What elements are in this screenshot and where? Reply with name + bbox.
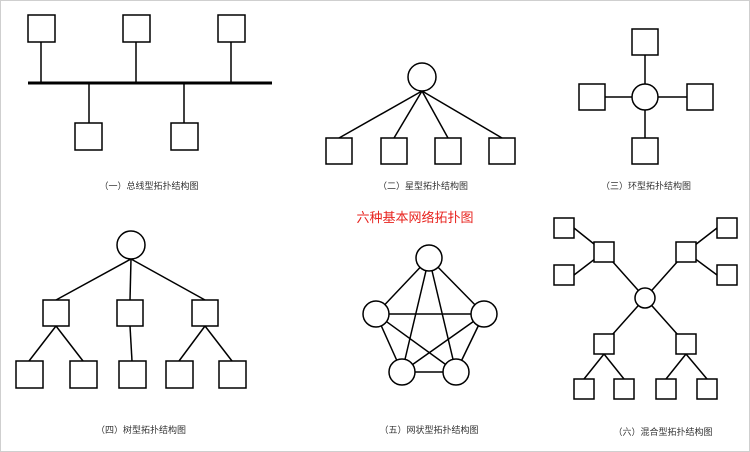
link-line xyxy=(401,313,485,373)
node xyxy=(42,299,70,327)
node xyxy=(380,137,408,165)
node xyxy=(118,360,147,389)
node xyxy=(631,28,659,56)
node xyxy=(655,378,677,400)
ring-topology xyxy=(578,28,714,165)
star-topology xyxy=(325,62,516,165)
link-line xyxy=(55,325,84,362)
root xyxy=(116,230,146,260)
link-line xyxy=(338,90,423,139)
node xyxy=(74,122,103,151)
node xyxy=(388,358,416,386)
caption-ring: （三）环型拓扑结构图 xyxy=(600,182,692,192)
node xyxy=(362,300,390,328)
node xyxy=(553,264,575,286)
caption-mesh: （五）网状型拓扑结构图 xyxy=(379,426,479,436)
link-line xyxy=(55,258,132,301)
link-line xyxy=(130,258,206,301)
tree-topology xyxy=(15,230,247,389)
node xyxy=(593,241,615,263)
node xyxy=(578,83,606,111)
node xyxy=(415,244,443,272)
node xyxy=(696,378,718,400)
node xyxy=(631,137,659,165)
mesh-topology xyxy=(362,244,498,386)
hybrid-topology xyxy=(553,217,738,400)
caption-bus: （一）总线型拓扑结构图 xyxy=(99,182,199,192)
node xyxy=(675,333,697,355)
node xyxy=(442,358,470,386)
hub xyxy=(631,83,659,111)
link-line xyxy=(28,325,57,362)
link-line xyxy=(428,257,457,373)
caption-tree: （四）树型拓扑结构图 xyxy=(95,426,187,436)
node xyxy=(716,217,738,239)
hub xyxy=(407,62,437,92)
node xyxy=(716,264,738,286)
node xyxy=(191,299,219,327)
link-line xyxy=(375,313,457,373)
link-line xyxy=(178,325,206,362)
node xyxy=(325,137,353,165)
node xyxy=(116,299,144,327)
node xyxy=(218,360,247,389)
node xyxy=(573,378,595,400)
node xyxy=(15,360,44,389)
link-line xyxy=(204,325,233,362)
node xyxy=(165,360,194,389)
link-line xyxy=(603,353,625,380)
bus-topology xyxy=(27,14,272,151)
node xyxy=(470,300,498,328)
caption-hybrid: （六）混合型拓扑结构图 xyxy=(613,428,713,438)
hub xyxy=(634,287,656,309)
link-line xyxy=(129,258,132,301)
link-line xyxy=(421,90,503,139)
node xyxy=(170,122,199,151)
link-line xyxy=(421,90,449,139)
node xyxy=(593,333,615,355)
node xyxy=(122,14,151,43)
figure-title: 六种基本网络拓扑图 xyxy=(356,211,474,226)
node xyxy=(686,83,714,111)
node xyxy=(553,217,575,239)
link-line xyxy=(685,353,708,380)
link-line xyxy=(583,353,605,380)
link-line xyxy=(401,257,430,373)
link-line xyxy=(129,325,133,362)
node xyxy=(613,378,635,400)
link-line xyxy=(665,353,687,380)
node xyxy=(69,360,98,389)
link-line xyxy=(393,90,423,139)
caption-star: （二）星型拓扑结构图 xyxy=(377,182,469,192)
node xyxy=(488,137,516,165)
node xyxy=(434,137,462,165)
node xyxy=(27,14,56,43)
node xyxy=(217,14,246,43)
node xyxy=(675,241,697,263)
